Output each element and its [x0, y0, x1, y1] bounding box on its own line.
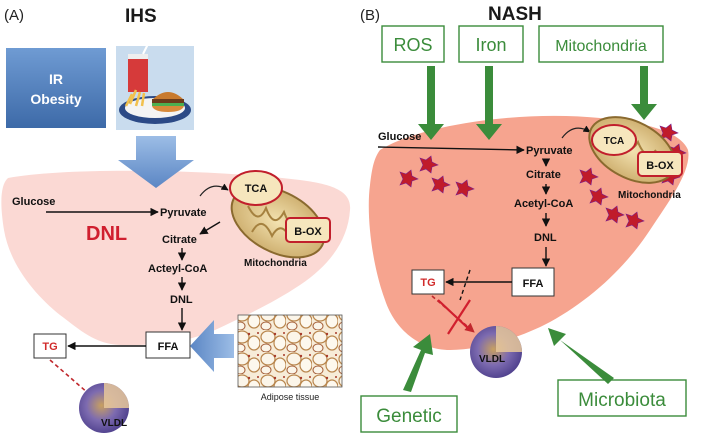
box-label-a: B-OX — [294, 226, 322, 238]
panel-a-label: (A) — [4, 7, 24, 24]
glucose-label-b: Glucose — [378, 131, 421, 143]
microbiota-arrow — [548, 328, 614, 384]
genetic-box — [360, 395, 458, 433]
tg-box-b — [411, 269, 445, 295]
genetic-arrow — [403, 334, 433, 392]
tg-label-b: TG — [420, 277, 435, 289]
ir-label: IR — [49, 71, 63, 87]
panel-b-title: NASH — [488, 4, 542, 25]
acetylcoa-label-a: Acteyl-CoA — [148, 263, 207, 275]
obesity-label: Obesity — [30, 91, 82, 107]
panel-a: (A) IHS IR Obesity — [1, 6, 351, 433]
ffa-box-a — [145, 331, 191, 359]
mitochondria-label-a: Mitochondria — [244, 258, 307, 269]
dnl-label-a: DNL — [170, 294, 193, 306]
blue-down-arrow — [118, 136, 194, 188]
box-a — [285, 217, 331, 243]
liver-b — [368, 115, 689, 351]
tg-label-a: TG — [42, 341, 57, 353]
pyruvate-label-b: Pyruvate — [526, 145, 572, 157]
mitochondria-factor-box — [538, 25, 664, 63]
tca-label-a: TCA — [245, 183, 268, 195]
microbiota-box — [557, 379, 687, 417]
box-label-b: B-OX — [646, 160, 674, 172]
tg-box-a — [33, 333, 67, 359]
ros-label: ROS — [393, 35, 432, 55]
tca-label-b: TCA — [604, 136, 625, 147]
vldl-label-a: VLDL — [101, 418, 127, 429]
mito-arrow — [631, 66, 657, 120]
adipose-caption: Adipose tissue — [261, 392, 320, 402]
glucose-label-a: Glucose — [12, 196, 55, 208]
ir-obesity-box — [6, 48, 106, 128]
ros-arrow — [418, 66, 444, 140]
adipose-tissue-image — [237, 314, 343, 388]
panel-a-title: IHS — [125, 6, 157, 27]
acetylcoa-label-b: Acetyl-CoA — [514, 198, 573, 210]
ros-box — [381, 25, 445, 63]
iron-box — [458, 25, 524, 63]
fast-food-image — [116, 43, 194, 130]
genetic-label: Genetic — [376, 406, 441, 427]
iron-arrow — [476, 66, 502, 140]
pyruvate-label-a: Pyruvate — [160, 207, 206, 219]
citrate-label-b: Citrate — [526, 169, 561, 181]
panel-b: (B) NASH ROS Iron Mitochondria — [360, 4, 689, 433]
vldl-label-b: VLDL — [479, 354, 505, 365]
blue-left-arrow — [190, 320, 234, 372]
ffa-label-b: FFA — [523, 278, 544, 290]
iron-label: Iron — [475, 35, 506, 55]
microbiota-label: Microbiota — [578, 390, 666, 411]
tca-bubble-b — [591, 124, 637, 156]
box-b — [637, 151, 683, 177]
dnl-title: DNL — [86, 223, 127, 245]
ffa-box-b — [511, 267, 555, 297]
blocked-cross — [437, 299, 471, 335]
panel-b-label: (B) — [360, 7, 380, 24]
tca-bubble-a — [229, 170, 283, 206]
mitochondria-label-b: Mitochondria — [618, 190, 681, 201]
dnl-label-b: DNL — [534, 232, 557, 244]
citrate-label-a: Citrate — [162, 234, 197, 246]
ffa-label-a: FFA — [158, 341, 179, 353]
mitochondria-factor-label: Mitochondria — [555, 38, 647, 55]
